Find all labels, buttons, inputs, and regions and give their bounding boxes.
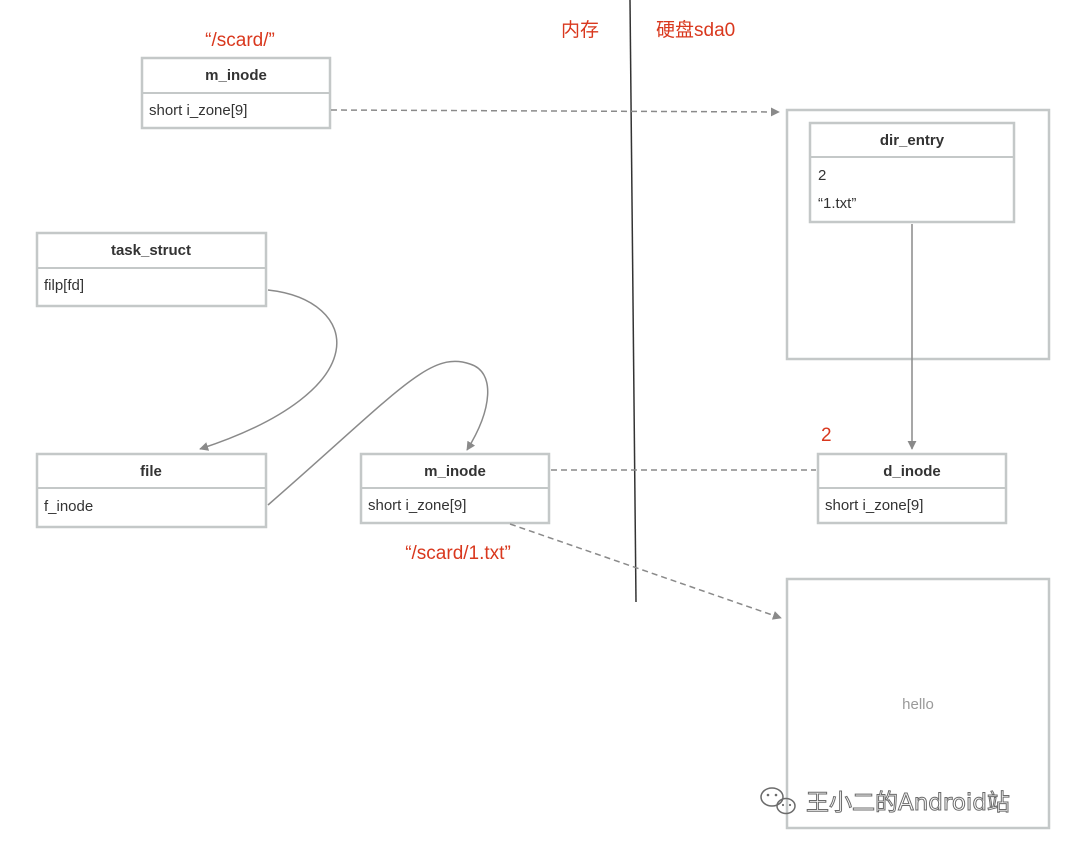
root-path-label: “/scard/” [205, 30, 275, 51]
root-m-inode-field: short i_zone[9] [149, 102, 247, 119]
dir-entry-inode-number: 2 [818, 167, 826, 184]
disk-label: 硬盘sda0 [656, 19, 735, 41]
root-m-inode-title: m_inode [205, 67, 267, 84]
file-m-inode-title: m_inode [424, 463, 486, 480]
wechat-icon [760, 787, 796, 815]
d-inode-box: d_inode short i_zone[9] [816, 452, 1008, 525]
file-field: f_inode [44, 498, 93, 515]
file-path-label: “/scard/1.txt” [405, 543, 511, 564]
dir-entry-filename: “1.txt” [818, 195, 856, 212]
dir-entry-box: dir_entry 2 “1.txt” [808, 121, 1016, 224]
watermark: 王小二的Android站 [760, 787, 1010, 817]
root-m-inode-box: m_inode short i_zone[9] [140, 56, 332, 130]
arrow-m-inode-to-data-block [509, 523, 782, 620]
file-m-inode-field: short i_zone[9] [368, 497, 466, 514]
arrow-file-to-m-inode [267, 360, 489, 506]
watermark-text: 王小二的Android站 [806, 790, 1010, 816]
file-title: file [140, 463, 162, 480]
dir-entry-title: dir_entry [880, 132, 945, 149]
task-struct-title: task_struct [111, 242, 191, 259]
task-struct-box: task_struct filp[fd] [35, 231, 268, 308]
arrow-root-inode-to-directory-block [330, 107, 780, 117]
inode-number-label: 2 [821, 425, 832, 446]
file-m-inode-box: m_inode short i_zone[9] [359, 452, 551, 525]
task-struct-field: filp[fd] [44, 277, 84, 294]
file-box: file f_inode [35, 452, 268, 529]
memory-label: 内存 [561, 19, 599, 41]
d-inode-field: short i_zone[9] [825, 497, 923, 514]
arrow-task-struct-to-file [199, 289, 338, 451]
d-inode-title: d_inode [883, 463, 941, 480]
memory-disk-divider [629, 0, 637, 603]
data-block-content: hello [902, 696, 934, 713]
disk-data-block [785, 577, 1051, 830]
